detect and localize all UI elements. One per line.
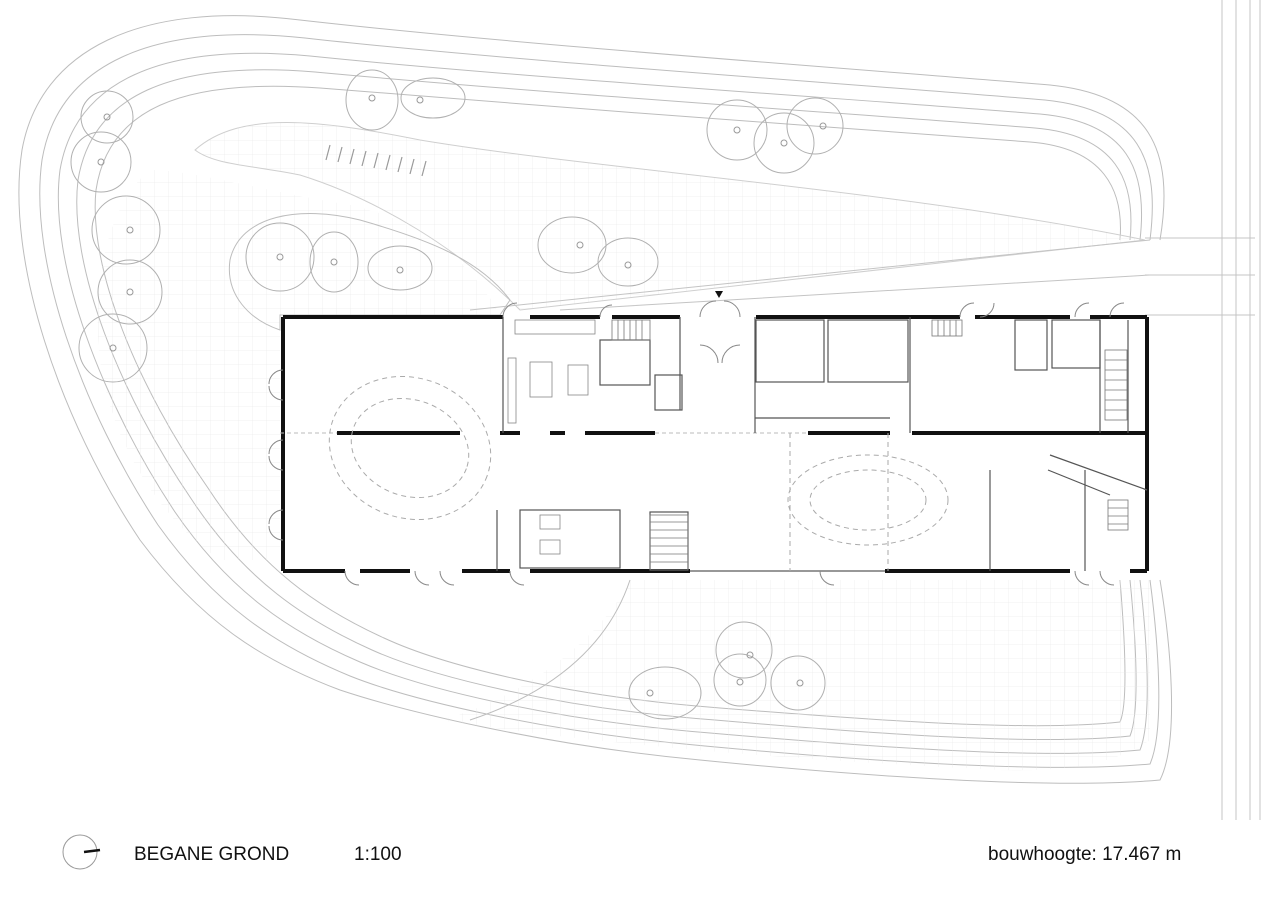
entrance-triangle-icon [715, 291, 723, 298]
building-height: bouwhoogte: 17.467 m [988, 844, 1182, 865]
play-zones [328, 375, 949, 571]
north-arrow-icon [62, 834, 101, 870]
garden-grid-north [194, 122, 1146, 311]
drawing-scale: 1:100 [354, 844, 402, 865]
building-walls [280, 315, 1149, 573]
stairs [611, 319, 1129, 571]
lawn-outline [228, 213, 511, 331]
bike-rack [325, 144, 427, 177]
facade-doors [344, 300, 1125, 586]
kitchen-fixtures [507, 319, 596, 555]
trees [70, 69, 844, 720]
interior-walls [496, 317, 1148, 571]
tree-trunks [97, 94, 827, 697]
drawing-title: BEGANE GROND [134, 844, 290, 865]
floor-plan-drawing [18, 0, 1261, 820]
access-road [469, 0, 1261, 820]
west-doors [268, 369, 284, 541]
garden-grid-south [440, 580, 1150, 771]
